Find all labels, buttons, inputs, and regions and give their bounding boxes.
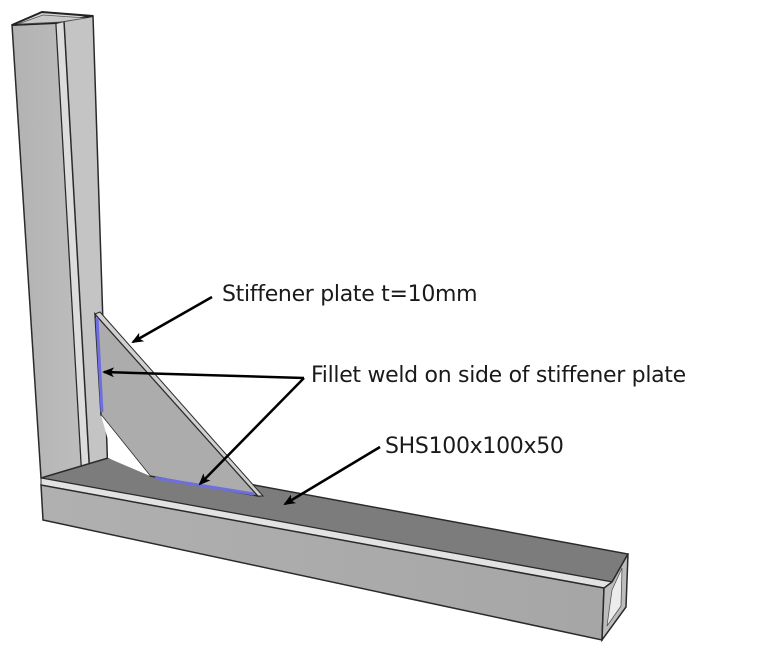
weld-vertical	[95, 317, 104, 413]
vertical-member	[11, 10, 109, 479]
weld-arrow-vertical	[102, 367, 305, 380]
weld-arrow-horizontal	[198, 377, 305, 486]
stiffener-arrow	[131, 295, 213, 344]
annotation-arrows	[102, 295, 381, 506]
weld-horizontal	[154, 476, 255, 496]
section-arrow	[283, 445, 381, 506]
horizontal-member	[40, 457, 630, 643]
weld-label: Fillet weld on side of stiffener plate	[311, 363, 686, 388]
stiffener-label: Stiffener plate t=10mm	[222, 282, 478, 307]
section-label: SHS100x100x50	[385, 434, 564, 459]
stiffener-plate	[94, 311, 265, 498]
